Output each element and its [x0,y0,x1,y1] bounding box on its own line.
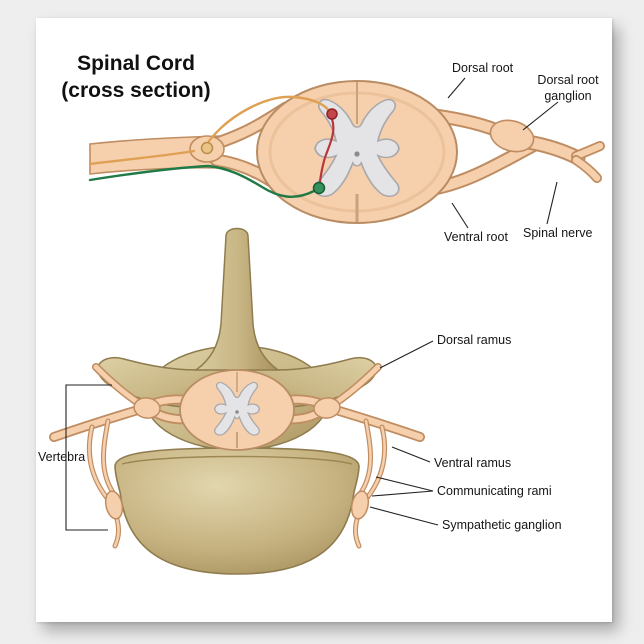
label-communicating-rami: Communicating rami [437,484,552,498]
motor-neuron-fiber [88,164,316,198]
poster-title-line1: Spinal Cord [77,52,195,75]
leader-dorsal-root [447,77,466,99]
leader-communicating-rami-1 [375,476,434,492]
dorsal-root-ganglion-small [313,397,341,419]
label-vertebra: Vertebra [38,450,86,464]
leader-lines [65,77,559,531]
anatomy-illustration [49,77,605,575]
right-dorsal-root-ganglion [489,119,535,153]
leader-ventral-root [451,202,469,229]
poster-title-line2: (cross section) [61,79,211,103]
spinous-process [193,227,281,371]
central-canal [354,151,360,157]
label-spinal-nerve: Spinal nerve [523,226,593,240]
leader-dorsal-ramus [379,340,434,369]
label-dorsal-ramus: Dorsal ramus [437,333,512,347]
interneuron-cell-body [326,108,338,120]
leader-spinal-nerve [546,181,558,225]
sympathetic-ganglion-shape [350,490,370,520]
spinal-cord-in-foramen [179,369,295,451]
leader-ventral-ramus [391,446,431,463]
poster-title: Spinal Cord (cross section) [46,50,226,105]
vertebra-figure [49,227,425,575]
motor-cell-body [312,181,326,195]
leader-vertebra-bracket [65,384,112,531]
leader-communicating-rami-2 [371,490,434,497]
interneuron-fiber [318,117,335,186]
leader-sympathetic-ganglion [369,506,439,526]
sensory-neuron-fiber-arc [207,95,331,143]
leader-dorsal-root-ganglion [522,101,559,131]
label-ventral-ramus: Ventral ramus [434,456,512,470]
vertebral-body [114,447,360,575]
label-sympathetic-ganglion: Sympathetic ganglion [442,518,562,532]
spinal-cord-figure [88,80,605,224]
sensory-neuron-fiber [88,149,196,166]
label-ventral-root: Ventral root [444,230,508,244]
spinal-cord-cross-section [256,80,458,224]
label-dorsal-root-ganglion: Dorsal root ganglion [537,73,599,103]
poster: Spinal Cord (cross section) Dorsal root … [36,18,612,622]
sensory-cell-body [200,141,214,155]
label-dorsal-root: Dorsal root [452,61,514,75]
neuron-pathways [88,95,338,198]
